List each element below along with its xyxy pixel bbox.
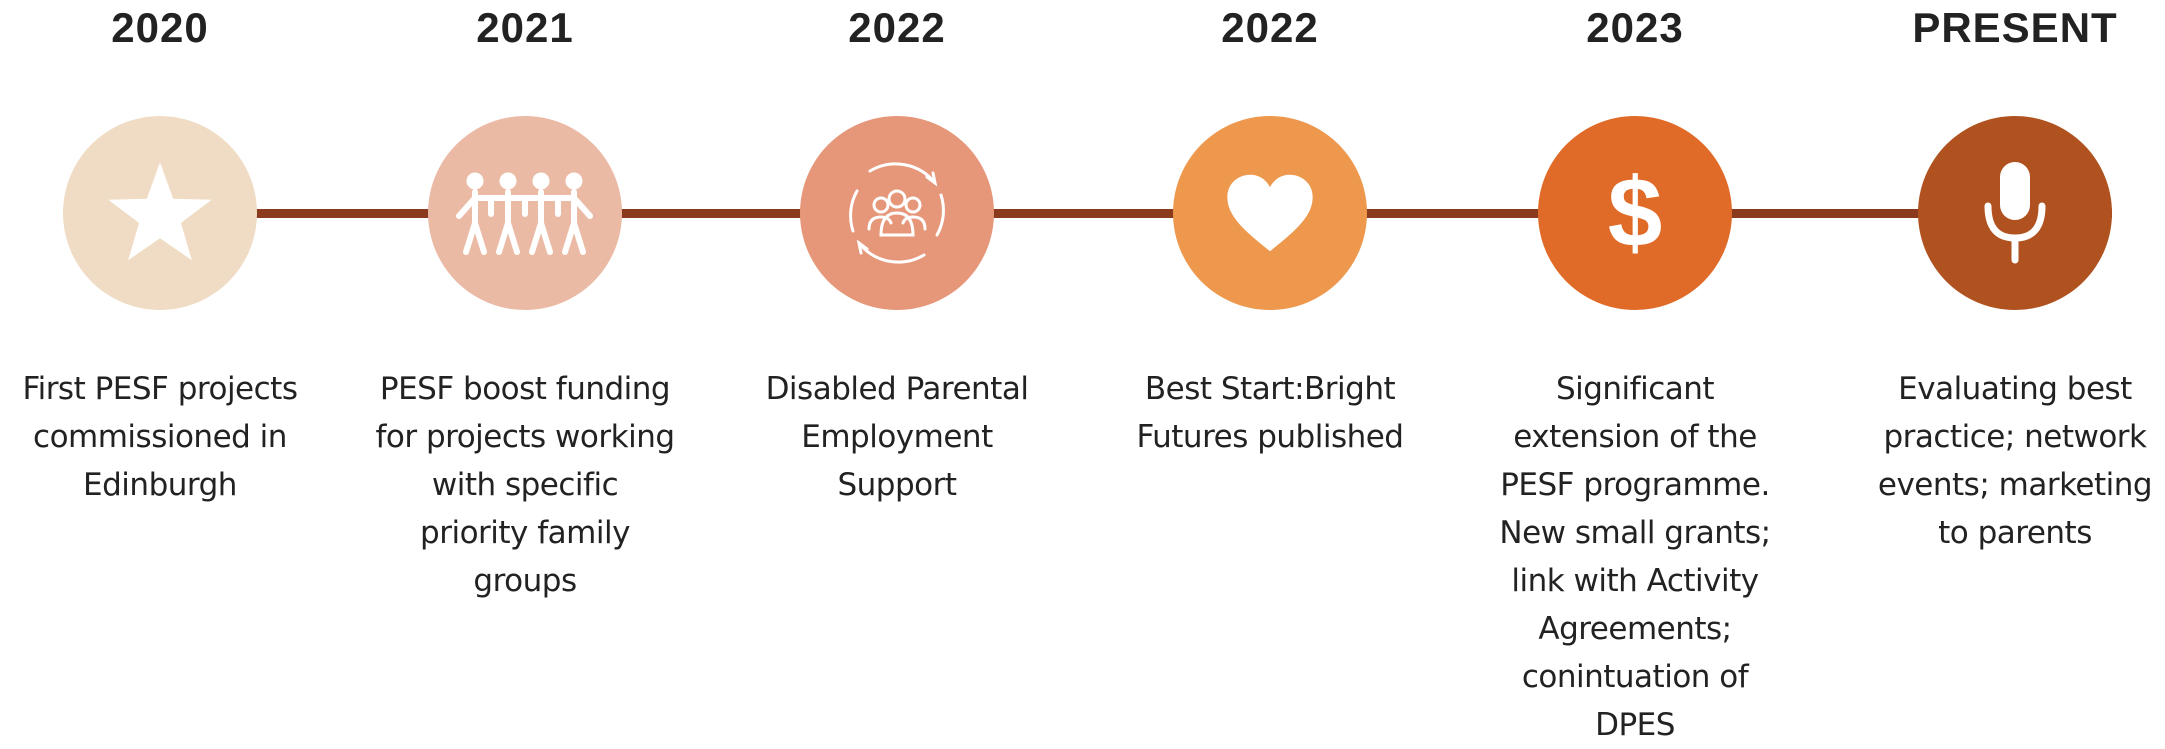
milestone-2022-a: 2022 Disabled Parental Employment Suppor…	[737, 0, 1057, 744]
dollar-icon: $	[1608, 158, 1663, 267]
milestone-year: 2023	[1586, 4, 1684, 51]
milestone-description: Significant extension of the PESF progra…	[1499, 371, 1771, 743]
microphone-icon	[1984, 162, 2046, 264]
milestone-year: 2021	[476, 4, 574, 51]
milestone-description: First PESF projects commissioned in Edin…	[22, 371, 298, 503]
milestone-description: Best Start:Bright Futures published	[1136, 371, 1404, 455]
milestone-year: 2022	[848, 4, 946, 51]
svg-text:$: $	[1608, 158, 1663, 267]
group-cycle-icon	[849, 162, 945, 264]
milestone-circle	[63, 116, 257, 310]
milestone-circle	[428, 116, 622, 310]
milestone-2023: 2023 $ Significant extension of the PESF…	[1475, 0, 1795, 744]
star-icon	[108, 162, 212, 261]
timeline-connector-line	[152, 209, 2112, 218]
heart-icon	[1227, 174, 1313, 252]
milestone-circle	[800, 116, 994, 310]
milestone-year: 2020	[111, 4, 209, 51]
milestone-present: PRESENT Evaluating best practice; networ…	[1855, 0, 2165, 744]
milestone-year: 2022	[1221, 4, 1319, 51]
milestone-circle	[1918, 116, 2112, 310]
milestone-description: Evaluating best practice; network events…	[1877, 371, 2153, 551]
milestone-2022-b: 2022 Best Start:Bright Futures published	[1110, 0, 1430, 744]
people-chain-icon	[456, 172, 593, 255]
milestone-2020: 2020 First PESF projects commissioned in…	[0, 0, 320, 744]
milestone-circle	[1173, 116, 1367, 310]
milestone-description: PESF boost funding for projects working …	[375, 371, 675, 599]
milestone-year: PRESENT	[1912, 4, 2118, 51]
milestone-2021: 2021	[365, 0, 685, 744]
milestone-description: Disabled Parental Employment Support	[765, 371, 1029, 503]
milestone-circle: $	[1538, 116, 1732, 310]
